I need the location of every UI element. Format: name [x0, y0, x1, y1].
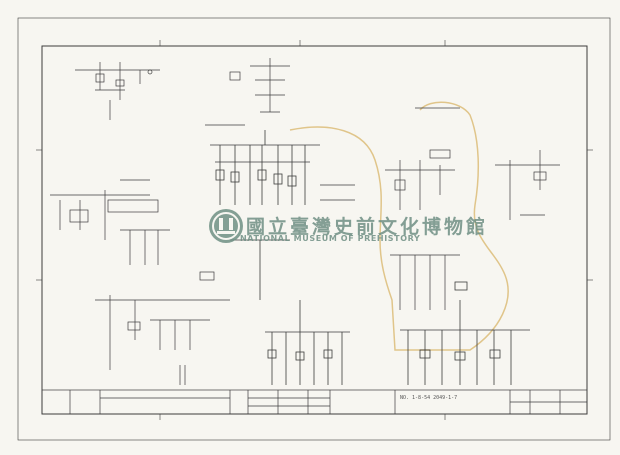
block-left-bottom — [95, 271, 230, 385]
highlight-region-outline — [289, 101, 509, 351]
drawing-number: NO. 1-8-54 2049-1-7 — [400, 395, 458, 401]
block-right-middle — [385, 107, 460, 310]
block-right-edge — [495, 150, 560, 220]
museum-seal-icon — [209, 209, 243, 243]
block-left-middle — [50, 179, 170, 265]
block-bottom-right — [400, 281, 530, 385]
block-bottom-center — [265, 300, 350, 385]
watermark-english-text: NATIONAL MUSEUM OF PREHISTORY — [240, 234, 421, 243]
watermark-chinese-text: 國立臺灣史前文化博物館 — [246, 216, 489, 238]
block-top-left — [75, 62, 160, 120]
title-block — [41, 389, 588, 415]
block-top-center — [205, 58, 290, 126]
frame-ticks — [36, 40, 593, 420]
outer-border — [17, 17, 611, 441]
center-bus — [210, 130, 355, 300]
